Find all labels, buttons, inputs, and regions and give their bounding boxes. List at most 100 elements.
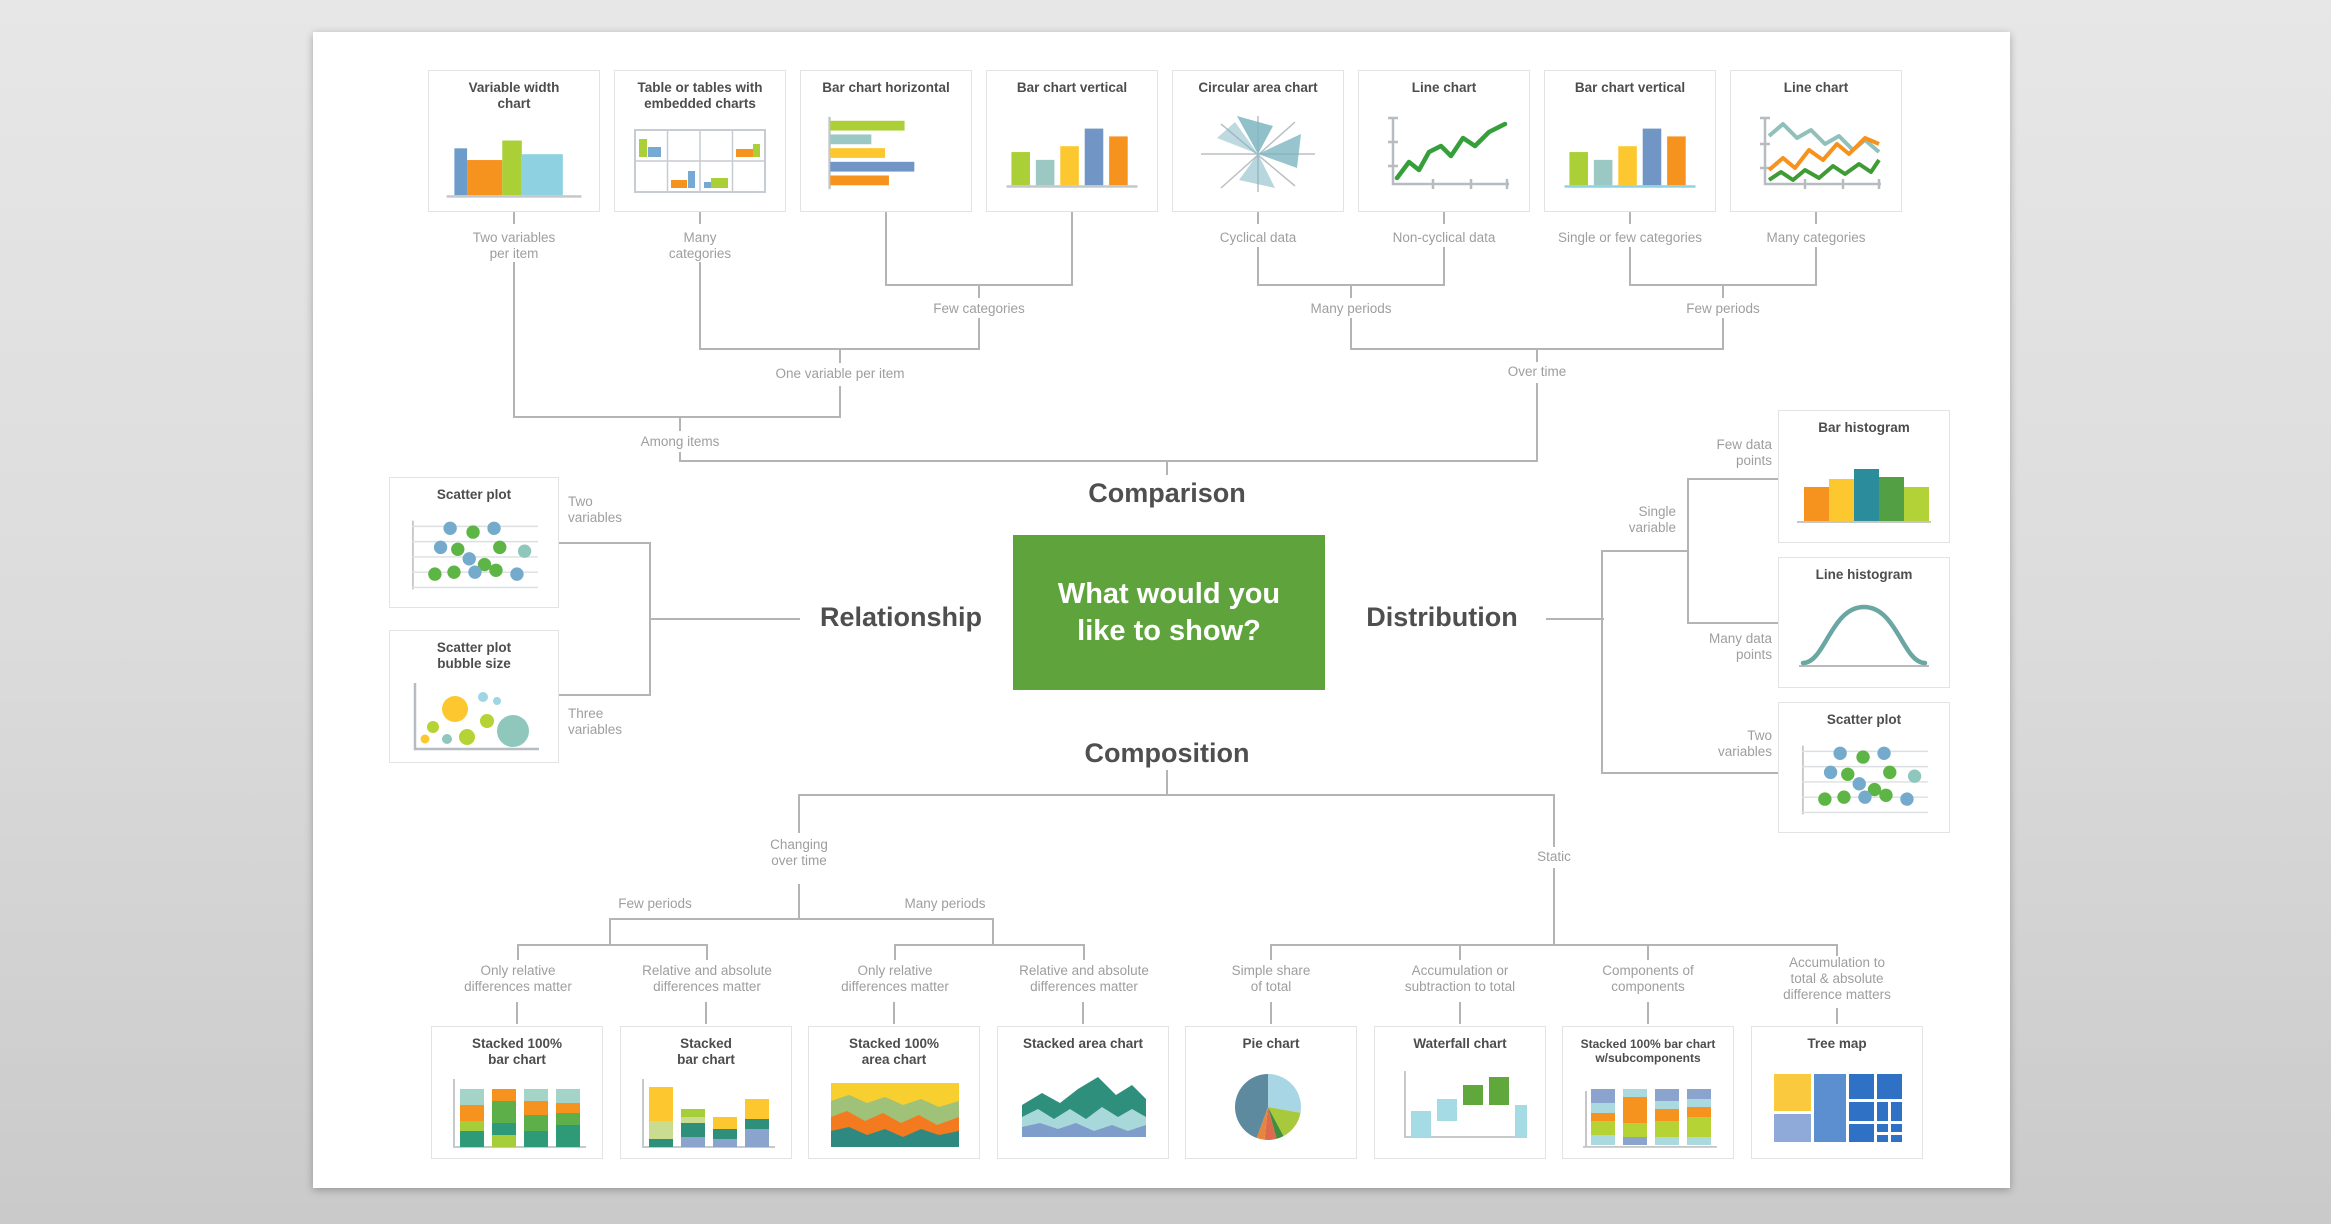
waterfall-chart-thumbnail	[1375, 1052, 1545, 1158]
edge-label-many-data-points: Many data points	[1708, 631, 1772, 662]
connector-line	[1083, 944, 1085, 960]
bar-chart-horizontal-thumbnail	[801, 96, 971, 211]
chart-card-bar-horizontal: Bar chart horizontal	[800, 70, 972, 212]
edge-label-relative-absolute-2: Relative and absolute differences matter	[1019, 963, 1149, 994]
connector-line	[1443, 210, 1445, 224]
variable-width-chart-thumbnail	[429, 112, 599, 211]
connector-line	[699, 262, 701, 348]
edge-label-only-relative-1: Only relative differences matter	[464, 963, 572, 994]
node-relationship: Relationship	[819, 602, 983, 632]
chart-card-stacked-area: Stacked area chart	[997, 1026, 1169, 1159]
connector-line	[1815, 247, 1817, 284]
chart-card-bar-vertical-2: Bar chart vertical	[1544, 70, 1716, 212]
connector-line	[513, 262, 515, 416]
chart-card-stacked-100-area: Stacked 100% area chart	[808, 1026, 980, 1159]
chart-card-title: Bar chart vertical	[1574, 80, 1686, 95]
chart-card-stacked-100-subcomponents: Stacked 100% bar chart w/subcomponents	[1562, 1026, 1734, 1159]
chart-card-circular-area: Circular area chart	[1172, 70, 1344, 212]
connector-line	[1257, 247, 1259, 284]
connector-line	[1647, 944, 1649, 960]
edge-label-many-periods-top: Many periods	[1310, 301, 1392, 316]
chart-card-tree-map: Tree map	[1751, 1026, 1923, 1159]
tree-map-thumbnail	[1752, 1052, 1922, 1158]
connector-line	[1722, 318, 1724, 348]
chart-card-line-chart-1: Line chart	[1358, 70, 1530, 212]
chart-card-title: Tree map	[1807, 1036, 1867, 1051]
chart-card-title: Line histogram	[1815, 567, 1913, 582]
bar-chart-vertical-thumbnail	[987, 96, 1157, 211]
connector-line	[1836, 944, 1838, 956]
connector-line	[1071, 210, 1073, 286]
edge-label-only-relative-2: Only relative differences matter	[841, 963, 949, 994]
connector-line	[798, 794, 1555, 796]
connector-line	[1270, 944, 1272, 960]
chart-card-title: Bar chart horizontal	[822, 80, 950, 95]
edge-label-many-categories-1: Many categories	[668, 230, 732, 261]
connector-line	[1443, 247, 1445, 284]
chart-card-title: Scatter plot bubble size	[436, 640, 512, 671]
chart-card-title: Scatter plot	[1826, 712, 1902, 727]
edge-label-many-periods-comp: Many periods	[904, 896, 986, 911]
connector-line	[978, 284, 980, 298]
edge-label-few-periods-comp: Few periods	[618, 896, 692, 911]
chart-card-line-histogram: Line histogram	[1778, 557, 1950, 688]
edge-label-three-variables: Three variables	[568, 706, 623, 737]
edge-label-accumulation-total: Accumulation to total & absolute differe…	[1783, 955, 1891, 1002]
scatter-plot-thumbnail	[390, 503, 558, 607]
edge-label-accumulation-subtraction: Accumulation or subtraction to total	[1404, 963, 1516, 994]
edge-label-cyclical-data: Cyclical data	[1219, 230, 1297, 245]
scatter-plot-bubble-thumbnail	[390, 672, 558, 762]
chart-card-stacked-100-bar: Stacked 100% bar chart	[431, 1026, 603, 1159]
edge-label-one-variable-per-item: One variable per item	[775, 366, 905, 381]
connector-line	[513, 210, 515, 224]
connector-line	[1601, 550, 1689, 552]
connector-line	[885, 210, 887, 286]
chart-card-pie: Pie chart	[1185, 1026, 1357, 1159]
chart-card-scatter-bubble: Scatter plot bubble size	[389, 630, 559, 763]
connector-line	[1459, 944, 1461, 960]
stacked-area-thumbnail	[998, 1052, 1168, 1158]
connector-line	[893, 1002, 895, 1024]
chart-card-title: Bar chart vertical	[1016, 80, 1128, 95]
chart-card-bar-vertical-1: Bar chart vertical	[986, 70, 1158, 212]
connector-line	[1270, 944, 1838, 946]
connector-line	[798, 884, 800, 918]
chart-card-line-chart-2: Line chart	[1730, 70, 1902, 212]
central-question-text: What would you like to show?	[1057, 577, 1281, 647]
table-embedded-charts-thumbnail	[615, 112, 785, 211]
chart-card-scatter-plot-left: Scatter plot	[389, 477, 559, 608]
edge-label-few-data-points: Few data points	[1716, 437, 1772, 468]
stacked-100-area-thumbnail	[809, 1068, 979, 1158]
connector-line	[992, 918, 994, 944]
circular-area-chart-thumbnail	[1173, 96, 1343, 211]
connector-line	[649, 618, 800, 620]
connector-line	[1836, 1008, 1838, 1024]
edge-label-few-categories: Few categories	[933, 301, 1025, 316]
chart-card-title: Stacked 100% bar chart w/subcomponents	[1580, 1037, 1716, 1065]
connector-line	[559, 694, 650, 696]
line-chart-thumbnail	[1359, 96, 1529, 211]
connector-line	[894, 944, 896, 960]
multi-line-chart-thumbnail	[1731, 96, 1901, 211]
connector-line	[1257, 210, 1259, 224]
chart-card-title: Stacked 100% area chart	[848, 1036, 940, 1067]
connector-line	[1082, 1002, 1084, 1024]
edge-label-relative-absolute-1: Relative and absolute differences matter	[642, 963, 772, 994]
connector-line	[679, 452, 681, 462]
bar-chart-vertical-thumbnail	[1545, 96, 1715, 211]
line-histogram-thumbnail	[1779, 583, 1949, 687]
connector-line	[1647, 1002, 1649, 1024]
edge-label-over-time: Over time	[1507, 364, 1567, 379]
connector-line	[609, 918, 994, 920]
stacked-100-subcomponents-thumbnail	[1563, 1065, 1733, 1158]
connector-line	[1546, 618, 1604, 620]
chart-card-bar-histogram: Bar histogram	[1778, 410, 1950, 543]
chart-card-title: Line chart	[1783, 80, 1849, 95]
connector-line	[1601, 772, 1778, 774]
connector-line	[1350, 284, 1352, 298]
edge-label-two-variables-dist: Two variables	[1717, 728, 1772, 759]
connector-line	[1687, 622, 1778, 624]
edge-label-single-or-few-categories: Single or few categories	[1557, 230, 1703, 245]
chart-card-title: Stacked 100% bar chart	[471, 1036, 563, 1067]
